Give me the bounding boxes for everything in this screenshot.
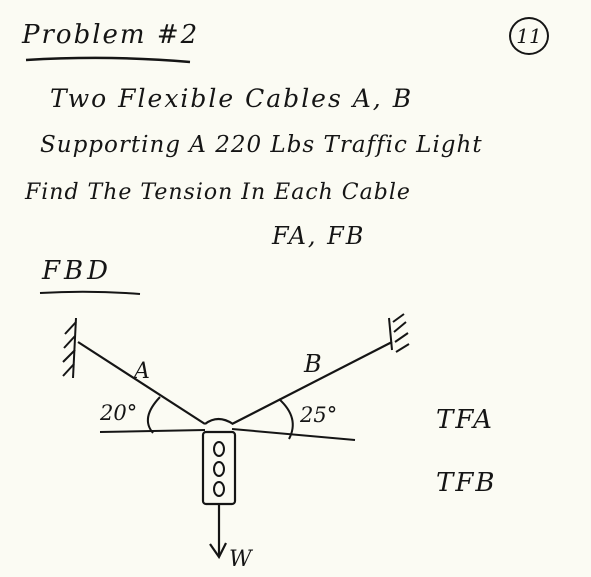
problem-line-3: Find The Tension In Each Cable — [25, 180, 411, 205]
traffic-light-lamp-2 — [213, 461, 225, 477]
weight-label: W — [229, 547, 254, 572]
tension-b-note: TFB — [436, 468, 497, 498]
page-number-badge: 11 — [509, 17, 549, 55]
traffic-light-body — [201, 430, 237, 506]
cable-a — [77, 341, 206, 425]
traffic-light-lamp-1 — [213, 441, 225, 457]
problem-line-4: FA, FB — [272, 222, 366, 250]
angle-arc-b — [278, 398, 294, 440]
tension-a-note: TFA — [436, 405, 494, 435]
traffic-light-top — [204, 417, 234, 425]
traffic-light-lamp-3 — [213, 481, 225, 497]
cable-b-label: B — [303, 350, 322, 378]
cable-b — [231, 341, 393, 425]
left-wall-support — [62, 317, 77, 379]
cable-a-label: A — [132, 359, 150, 384]
problem-line-2: Supporting A 220 Lbs Traffic Light — [40, 132, 483, 158]
problem-line-1: Two Flexible Cables A, B — [50, 84, 414, 113]
angle-arc-a — [146, 396, 161, 434]
right-wall-support — [388, 313, 410, 353]
angle-a-label: 20° — [99, 401, 137, 425]
fbd-label: FBD — [42, 256, 112, 286]
weight-arrowhead — [209, 542, 227, 560]
angle-b-label: 25° — [299, 403, 337, 427]
horizontal-reference-right — [231, 428, 356, 441]
page-number: 11 — [516, 24, 542, 48]
problem-title: Problem #2 — [22, 20, 200, 50]
